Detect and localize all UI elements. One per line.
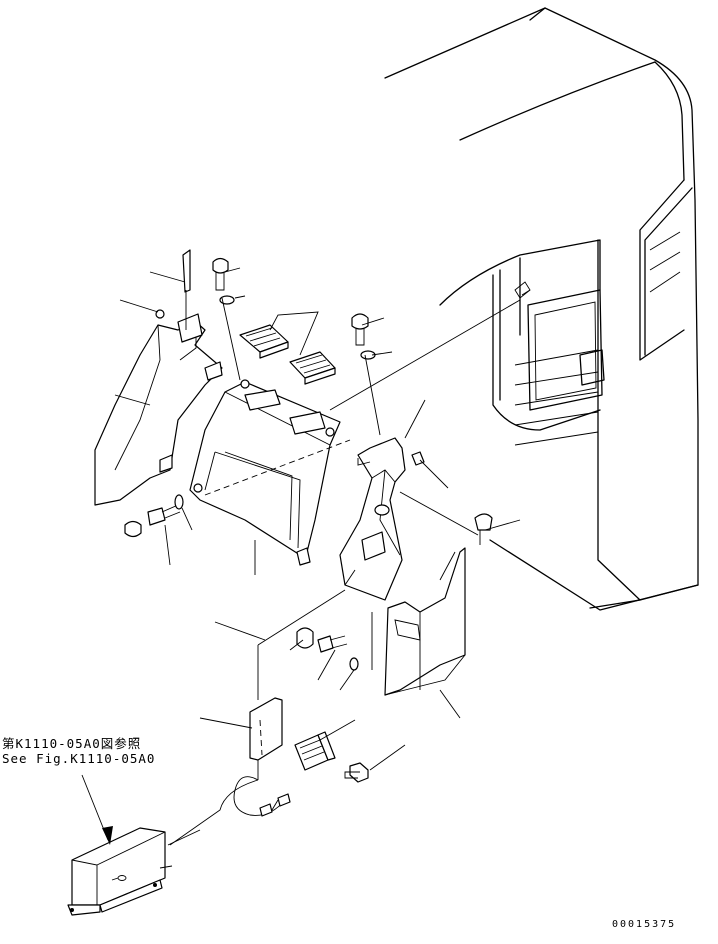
connector-block [259, 731, 336, 817]
leader-lines [114, 267, 521, 771]
left-pillar-trim [94, 249, 223, 506]
control-box [67, 827, 173, 916]
connector-bolt [344, 762, 369, 783]
center-console-panel [189, 379, 351, 566]
harness-bracket [169, 645, 286, 846]
lower-hardware [296, 612, 373, 671]
side-clip [474, 513, 493, 545]
cab-shell [384, 7, 699, 611]
upper-bolts [351, 313, 376, 360]
reference-arrow [81, 774, 113, 845]
drawing-number: 00015375 [612, 919, 677, 930]
reference-note-line1: 第K1110-05A0図参照 [2, 736, 142, 751]
assembly-lines [167, 290, 521, 846]
left-fasteners [124, 257, 235, 538]
vent-louvers [239, 324, 336, 385]
duct-bracket [339, 437, 425, 601]
reference-note-line2: See Fig.K1110-05A0 [2, 751, 156, 766]
lower-duct-cover [384, 547, 466, 696]
